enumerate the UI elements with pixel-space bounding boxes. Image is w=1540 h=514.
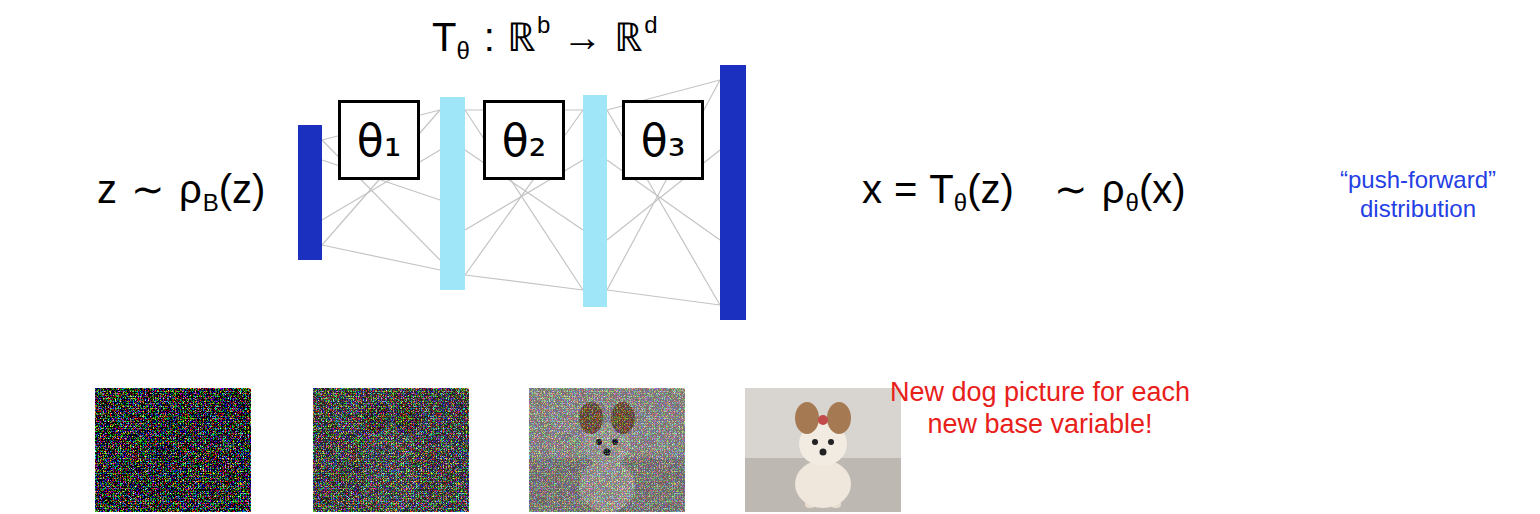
math-symbol: ∼ (1054, 166, 1088, 212)
math-symbol: θ (954, 189, 967, 217)
pushforward-formula: x=Tθ(z)∼ρθ(x) (862, 166, 1186, 212)
math-symbol: ρ (1102, 167, 1125, 212)
layer-block: θ₃ (622, 100, 704, 180)
math-symbol: T (929, 167, 953, 212)
block-parameter: θ₃ (641, 115, 686, 166)
input-layer (298, 125, 322, 260)
math-symbol: θ (1126, 189, 1139, 217)
hidden-layer (440, 97, 465, 290)
math-symbol: ∼ (131, 166, 165, 212)
output-layer (720, 65, 746, 320)
pushforward-note: “push-forward” distribution (1300, 166, 1536, 224)
math-symbol: θ (456, 37, 469, 65)
noise-image (95, 388, 251, 512)
math-symbol: : (484, 15, 495, 60)
block-parameter: θ₁ (357, 115, 402, 166)
math-symbol: ρ (179, 167, 202, 212)
sample-note: New dog picture for each new base variab… (880, 376, 1200, 441)
math-symbol: z (97, 167, 117, 212)
block-parameter: θ₂ (502, 115, 547, 166)
math-symbol: (z) (967, 167, 1014, 212)
hidden-layer (583, 95, 607, 307)
map-signature: Tθ: ℝb → ℝd (432, 8, 658, 63)
math-symbol: (z) (219, 167, 266, 212)
math-symbol: d (644, 11, 657, 39)
less-noisy-dog-image (528, 388, 686, 512)
layer-block: θ₂ (483, 100, 565, 180)
math-symbol: = (894, 167, 917, 212)
connection-mesh (322, 80, 720, 305)
math-symbol: b (537, 11, 550, 39)
math-symbol: B (203, 189, 219, 217)
noisy-dog-image (312, 388, 470, 512)
math-symbol: ℝ (507, 8, 536, 63)
math-symbol: → (562, 15, 602, 60)
math-symbol: x (862, 167, 882, 212)
math-symbol: (x) (1139, 167, 1186, 212)
math-symbol: ℝ (614, 8, 643, 63)
math-symbol: T (432, 15, 456, 60)
layer-block: θ₁ (338, 100, 420, 180)
dog-image (745, 388, 901, 512)
base-distribution: z∼ρB(z) (97, 166, 265, 212)
